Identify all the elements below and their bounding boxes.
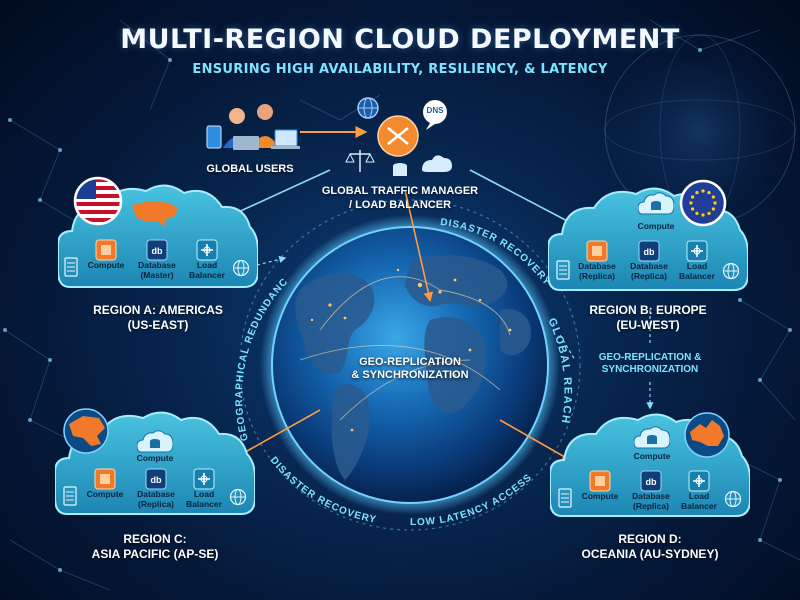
compute-icon — [94, 468, 116, 490]
database-icon: db — [640, 470, 662, 492]
globe-small-icon — [724, 490, 742, 508]
server-icon — [63, 486, 77, 506]
center-sync-label: GEO-REPLICATION & SYNCHRONIZATION — [330, 356, 490, 382]
region-d-load-balancer: Load Balancer — [678, 470, 720, 511]
region-b-name: REGION B: EUROPE — [589, 303, 707, 317]
us-flag-icon — [73, 176, 123, 226]
region-a-load-balancer: Load Balancer — [186, 239, 228, 280]
server-icon — [556, 260, 570, 280]
right-sync-label: GEO-REPLICATION & SYNCHRONIZATION — [580, 352, 720, 376]
region-a-label: REGION A: AMERICAS (US-EAST) — [58, 303, 258, 333]
database-icon: db — [146, 239, 168, 261]
region-d-top-compute-label: Compute — [633, 451, 671, 461]
diagram-subtitle: ENSURING HIGH AVAILABILITY, RESILIENCY, … — [192, 62, 608, 77]
right-sync-label-line2: SYNCHRONIZATION — [601, 364, 699, 375]
globe-small-icon — [229, 488, 247, 506]
region-d-code: OCEANIA (AU-SYDNEY) — [581, 547, 719, 561]
region-d-name: REGION D: — [618, 532, 682, 546]
region-b-top-compute-label: Compute — [637, 221, 675, 231]
region-a-code: (US-EAST) — [127, 318, 189, 332]
dns-label: DNS — [426, 106, 444, 115]
region-c-compute: Compute — [83, 468, 127, 500]
region-c-database: db Database (Replica) — [133, 468, 179, 509]
region-b-database-replica-1: Database (Replica) — [574, 240, 620, 281]
global-users-icon — [206, 104, 300, 150]
region-a-cloud: Compute db Database (Master) Load Balanc… — [58, 175, 258, 295]
region-d-compute: Compute — [578, 470, 622, 502]
cloud-database-icon — [638, 192, 674, 215]
load-balancer-icon — [686, 240, 708, 262]
arrow-lb-to-globe — [404, 189, 433, 302]
compute-icon — [95, 239, 117, 261]
region-b-database-replica-2: db Database (Replica) — [626, 240, 672, 281]
cloud-database-icon — [137, 430, 173, 453]
diagram-title: MULTI-REGION CLOUD DEPLOYMENT — [120, 24, 680, 55]
global-users-label: GLOBAL USERS — [206, 163, 294, 175]
database-icon: db — [638, 240, 660, 262]
region-d-cloud: Compute Compute db Database (Replica) Lo… — [550, 404, 750, 524]
right-sync-label-line1: GEO-REPLICATION & — [598, 352, 702, 363]
svg-text:db: db — [152, 246, 163, 256]
svg-text:db: db — [151, 475, 162, 485]
region-c-code: ASIA PACIFIC (AP-SE) — [91, 547, 219, 561]
region-b-load-balancer: Load Balancer — [676, 240, 718, 281]
australia-map-icon — [684, 412, 730, 458]
region-d-label: REGION D: OCEANIA (AU-SYDNEY) — [545, 532, 755, 562]
region-c-top-compute-label: Compute — [136, 453, 174, 463]
compute-icon — [586, 240, 608, 262]
region-c-name: REGION C: — [123, 532, 187, 546]
eu-flag-icon — [679, 179, 727, 227]
region-c-load-balancer: Load Balancer — [183, 468, 225, 509]
traffic-manager-label-line1: GLOBAL TRAFFIC MANAGER — [321, 185, 479, 197]
region-a-database: db Database (Master) — [134, 239, 180, 280]
region-a-name: REGION A: AMERICAS — [93, 303, 223, 317]
arrow-to-region-c — [238, 409, 321, 456]
arrow-to-region-b — [469, 169, 577, 226]
region-d-database: db Database (Replica) — [628, 470, 674, 511]
svg-text:db: db — [644, 247, 655, 257]
arrow-to-region-d — [499, 419, 572, 461]
region-b-cloud: Compute Database (Replica) db Database (… — [548, 178, 748, 298]
cloud-database-icon — [634, 426, 670, 449]
database-icon: db — [145, 468, 167, 490]
load-balancer-icon — [193, 468, 215, 490]
region-c-label: REGION C: ASIA PACIFIC (AP-SE) — [50, 532, 260, 562]
traffic-manager-label-line2: / LOAD BALANCER — [348, 199, 452, 211]
region-a-compute: Compute — [86, 239, 126, 271]
svg-text:db: db — [646, 477, 657, 487]
server-icon — [558, 488, 572, 508]
load-balancer-icon — [688, 470, 710, 492]
load-balancer-icon — [196, 239, 218, 261]
server-icon — [64, 257, 78, 277]
region-b-code: (EU-WEST) — [616, 318, 680, 332]
globe-small-icon — [722, 262, 740, 280]
center-sync-label-line1: GEO-REPLICATION — [359, 356, 461, 368]
region-b-label: REGION B: EUROPE (EU-WEST) — [548, 303, 748, 333]
region-c-cloud: Compute Compute db Database (Replica) Lo… — [55, 402, 255, 522]
us-map-icon — [132, 201, 178, 227]
globe-small-icon — [232, 259, 250, 277]
compute-icon — [589, 470, 611, 492]
asia-map-icon — [63, 408, 109, 454]
center-sync-label-line2: & SYNCHRONIZATION — [351, 369, 469, 381]
traffic-manager-icon — [345, 97, 452, 176]
traffic-manager-label: GLOBAL TRAFFIC MANAGER / LOAD BALANCER — [320, 184, 480, 212]
